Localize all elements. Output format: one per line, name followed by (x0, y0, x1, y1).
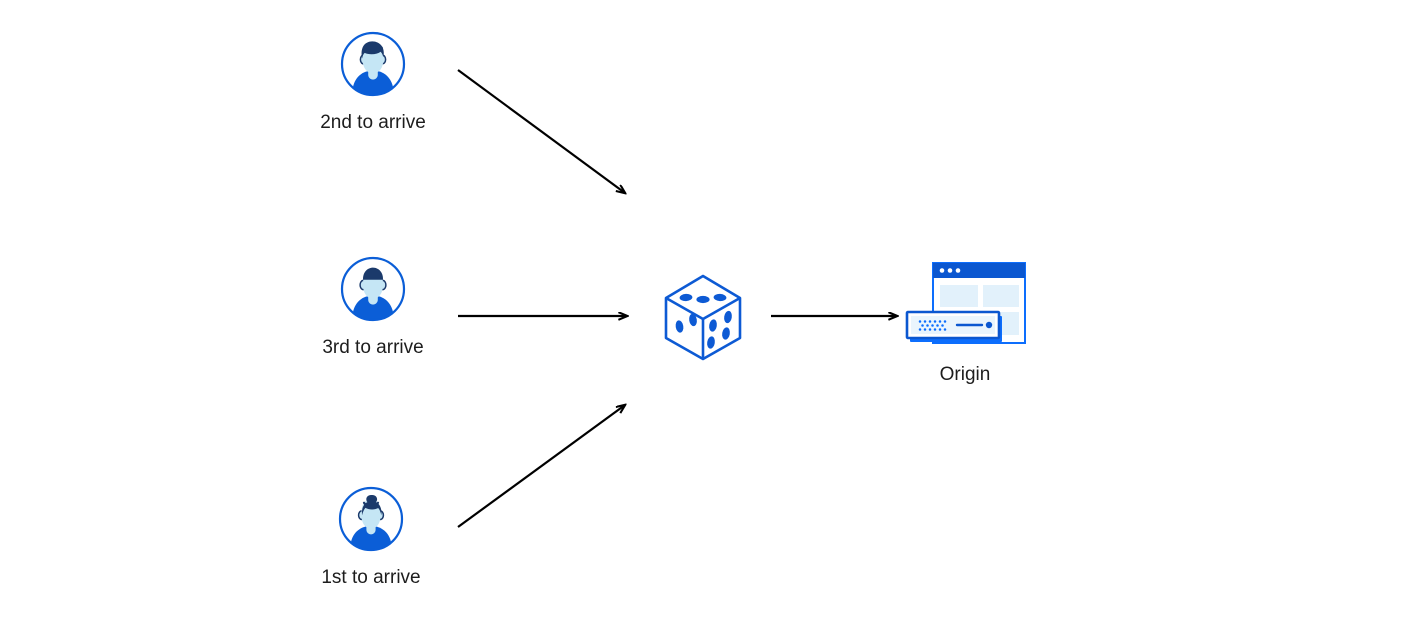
arrow-1st-to-dice (457, 405, 625, 528)
window-dot (955, 268, 961, 273)
dice-icon (660, 272, 746, 362)
user-avatar-icon (340, 31, 406, 97)
client-label-2nd: 2nd to arrive (320, 112, 426, 133)
origin-node: Origin (903, 255, 1027, 387)
origin-label: Origin (939, 364, 991, 385)
origin-server-icon (903, 255, 1027, 351)
client-node-2nd: 2nd to arrive (273, 31, 473, 135)
client-node-1st: 1st to arrive (271, 486, 471, 590)
user-avatar-icon (338, 486, 404, 552)
user-avatar-icon (340, 256, 406, 322)
window-dot (939, 268, 945, 273)
client-label-3rd: 3rd to arrive (322, 337, 424, 358)
window-dot (947, 268, 953, 273)
arrow-2nd-to-dice (457, 69, 625, 193)
client-node-3rd: 3rd to arrive (273, 256, 473, 360)
client-label-1st: 1st to arrive (321, 567, 421, 588)
